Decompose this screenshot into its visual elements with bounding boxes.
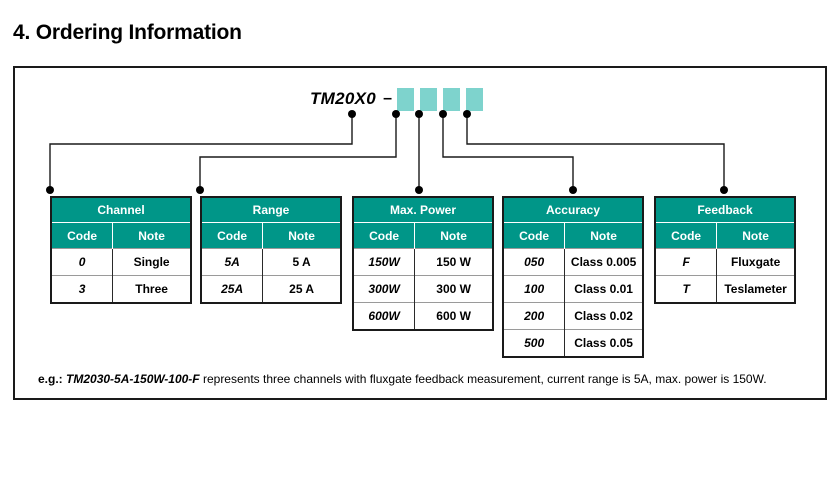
cell-code: 500 [504, 329, 566, 356]
cell-code: 5A [202, 248, 264, 276]
cell-note: 5 A [262, 248, 340, 276]
code-slot-channel [396, 87, 414, 111]
code-slot-range [419, 87, 437, 111]
code-slot-max-power [442, 87, 460, 111]
spec-table-feedback: Feedback Code Note F Fluxgate T Teslamet… [654, 196, 796, 304]
cell-note: Class 0.01 [564, 275, 642, 303]
cell-note: Teslameter [716, 275, 794, 302]
column-header-code: Code [52, 222, 114, 249]
column-header-code: Code [202, 222, 264, 249]
table-row: 300W 300 W [354, 275, 492, 303]
example-footnote: e.g.: TM2030-5A-150W-100-F represents th… [38, 372, 828, 387]
table-row: 3 Three [52, 275, 190, 302]
connector-dot-table-feedback [720, 186, 728, 194]
table-title-max-power: Max. Power [354, 198, 492, 223]
part-number-row: TM20X0 – [310, 86, 483, 112]
table-title-feedback: Feedback [656, 198, 794, 223]
ordering-information-panel: TM20X0 – [13, 66, 827, 400]
connector-dot-table-accuracy [569, 186, 577, 194]
cell-code: 200 [504, 302, 566, 330]
table-row: 100 Class 0.01 [504, 275, 642, 303]
column-header-note: Note [414, 222, 492, 249]
connector-dot-table-range [196, 186, 204, 194]
column-header-code: Code [354, 222, 416, 249]
column-header-note: Note [716, 222, 794, 249]
column-header-note: Note [262, 222, 340, 249]
spec-table-channel: Channel Code Note 0 Single 3 Three [50, 196, 192, 304]
table-row: 0 Single [52, 248, 190, 276]
cell-note: 150 W [414, 248, 492, 276]
code-slot-accuracy [465, 87, 483, 111]
cell-note: 25 A [262, 275, 340, 302]
part-number-separator: – [383, 90, 392, 107]
cell-code: 050 [504, 248, 566, 276]
column-header-code: Code [656, 222, 718, 249]
table-row: 050 Class 0.005 [504, 248, 642, 276]
cell-code: 100 [504, 275, 566, 303]
table-title-range: Range [202, 198, 340, 223]
spec-table-range: Range Code Note 5A 5 A 25A 25 A [200, 196, 342, 304]
footnote-lead: e.g.: [38, 372, 63, 386]
column-header-note: Note [112, 222, 190, 249]
table-row: 600W 600 W [354, 302, 492, 329]
column-header-note: Note [564, 222, 642, 249]
table-title-channel: Channel [52, 198, 190, 223]
cell-code: 150W [354, 248, 416, 276]
table-row: 200 Class 0.02 [504, 302, 642, 330]
table-row: F Fluxgate [656, 248, 794, 276]
table-row: T Teslameter [656, 275, 794, 302]
spec-table-accuracy: Accuracy Code Note 050 Class 0.005 100 C… [502, 196, 644, 358]
cell-note: Class 0.005 [564, 248, 642, 276]
spec-table-max-power: Max. Power Code Note 150W 150 W 300W 300… [352, 196, 494, 331]
connector-dot-table-max-power [415, 186, 423, 194]
column-header-code: Code [504, 222, 566, 249]
table-row: 150W 150 W [354, 248, 492, 276]
cell-code: 25A [202, 275, 264, 302]
cell-code: F [656, 248, 718, 276]
part-number-base: TM20X0 [310, 89, 377, 108]
cell-code: 0 [52, 248, 114, 276]
table-row: 500 Class 0.05 [504, 329, 642, 356]
page-title: 4. Ordering Information [13, 21, 242, 44]
cell-note: Fluxgate [716, 248, 794, 276]
cell-code: 300W [354, 275, 416, 303]
connector-dot-table-channel [46, 186, 54, 194]
table-row: 25A 25 A [202, 275, 340, 302]
table-title-accuracy: Accuracy [504, 198, 642, 223]
footnote-description: represents three channels with fluxgate … [202, 372, 767, 386]
cell-note: 600 W [414, 302, 492, 329]
cell-note: Single [112, 248, 190, 276]
cell-note: Class 0.02 [564, 302, 642, 330]
cell-note: Three [112, 275, 190, 302]
cell-note: Class 0.05 [564, 329, 642, 356]
table-row: 5A 5 A [202, 248, 340, 276]
cell-note: 300 W [414, 275, 492, 303]
cell-code: 3 [52, 275, 114, 302]
cell-code: T [656, 275, 718, 302]
footnote-part-number: TM2030-5A-150W-100-F [66, 372, 200, 386]
cell-code: 600W [354, 302, 416, 329]
